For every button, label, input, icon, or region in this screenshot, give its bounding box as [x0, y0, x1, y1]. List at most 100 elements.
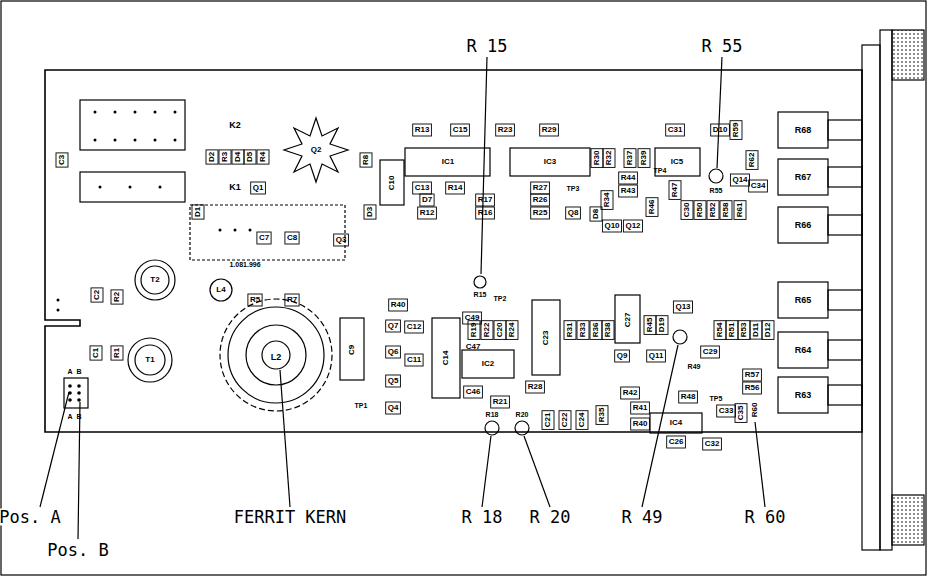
component-label: Q12	[625, 222, 640, 230]
component-label: D5	[246, 152, 254, 162]
component-label: Q7	[388, 322, 399, 330]
component-outline	[111, 346, 123, 360]
component-outline	[601, 191, 613, 210]
component-label: IC1	[442, 158, 454, 166]
component-outline	[673, 301, 692, 313]
component-outline	[647, 350, 666, 362]
component-label: R63	[795, 391, 812, 400]
callout-label: Pos. B	[45, 542, 110, 559]
component-outline	[596, 406, 608, 425]
component-label: R8	[362, 155, 370, 165]
component-label: T2	[150, 276, 159, 284]
component-label: R46	[648, 200, 656, 215]
component-outline	[219, 150, 231, 164]
component-outline	[285, 294, 299, 306]
component-label: IC3	[544, 158, 556, 166]
component-label: C20	[496, 323, 504, 338]
component-label: R12	[420, 209, 435, 217]
component-outline	[590, 207, 602, 221]
component-label: L4	[216, 286, 225, 294]
component-label: C10	[388, 176, 396, 191]
component-outline	[735, 404, 747, 423]
component-label: R53	[740, 323, 748, 338]
component-label: D2	[208, 152, 216, 162]
component-label: C26	[669, 438, 684, 446]
component-outline	[576, 411, 588, 430]
component-outline	[244, 150, 256, 164]
component-outline	[621, 387, 640, 399]
component-label: TP1	[355, 402, 368, 409]
component-outline	[463, 312, 482, 324]
component-label: R66	[795, 221, 812, 230]
component-label: Q9	[617, 352, 628, 360]
component-label: R62	[748, 153, 756, 168]
component-label: D3	[366, 207, 374, 217]
component-outline	[531, 207, 550, 219]
component-label: D1	[194, 207, 202, 217]
component-outline	[746, 151, 758, 170]
component-outline	[334, 234, 349, 246]
component-outline	[720, 201, 732, 220]
component-label: C15	[453, 126, 468, 134]
component-label: R20	[516, 411, 529, 418]
component-outline	[491, 396, 510, 408]
component-label: R59	[732, 123, 740, 138]
component-label: Q5	[388, 377, 399, 385]
component-outline	[591, 149, 603, 168]
component-outline	[405, 354, 423, 366]
component-outline	[232, 150, 244, 164]
component-label: TP5	[710, 395, 723, 402]
component-outline	[711, 124, 730, 136]
component-label: R28	[528, 383, 543, 391]
component-label: Q2	[311, 146, 322, 154]
component-label: C8	[287, 234, 297, 242]
component-label: R50	[696, 203, 704, 218]
component-outline	[418, 207, 437, 219]
component-label: R60	[751, 403, 759, 418]
component-label: C29	[703, 348, 718, 356]
component-outline	[386, 375, 401, 387]
component-label: C7	[259, 234, 269, 242]
component-label: Q1	[253, 184, 264, 192]
callout-label: R 49	[620, 509, 665, 526]
component-outline	[602, 321, 614, 340]
component-outline	[540, 124, 559, 136]
component-label: K2	[229, 121, 241, 130]
component-label: R55	[710, 187, 723, 194]
component-outline	[206, 150, 218, 164]
component-label: R40	[391, 301, 406, 309]
component-label: IC4	[670, 419, 682, 427]
component-label: R65	[795, 296, 812, 305]
component-label: TP2	[494, 295, 507, 302]
component-outline	[389, 299, 408, 311]
component-outline	[496, 124, 515, 136]
component-outline	[602, 220, 621, 232]
component-outline	[451, 124, 470, 136]
component-label: Q4	[388, 404, 399, 412]
component-label: R21	[493, 398, 508, 406]
component-label: IC5	[671, 158, 683, 166]
component-outline	[623, 220, 642, 232]
component-label: Q8	[568, 209, 579, 217]
component-outline	[506, 321, 518, 340]
component-label: C34	[751, 182, 766, 190]
component-label: R32	[605, 151, 613, 166]
component-label: R43	[621, 187, 636, 195]
component-outline	[734, 201, 746, 220]
component-outline	[386, 402, 401, 414]
component-outline	[464, 386, 483, 398]
component-outline	[56, 153, 68, 167]
component-label: R68	[795, 126, 812, 135]
callout-label: R 18	[460, 509, 505, 526]
component-label: R17	[478, 196, 493, 204]
component-label: D7	[422, 196, 432, 204]
component-label: R16	[478, 209, 493, 217]
callout-label: R 60	[743, 509, 788, 526]
component-label: C49	[465, 314, 480, 322]
component-outline	[694, 201, 706, 220]
component-label: C27	[624, 313, 632, 328]
component-label: C13	[415, 184, 430, 192]
component-label: R58	[722, 203, 730, 218]
component-outline	[743, 369, 762, 381]
